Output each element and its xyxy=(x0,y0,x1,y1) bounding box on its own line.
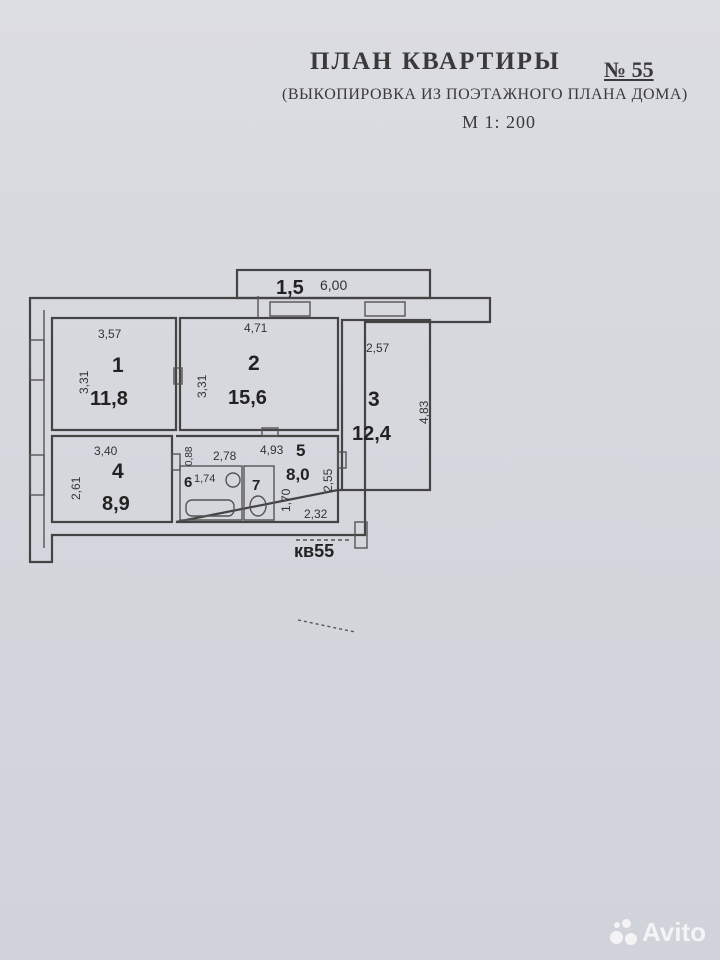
avito-watermark: Avito xyxy=(609,917,706,948)
toilet-icon xyxy=(249,495,267,517)
room-3-width: 2,57 xyxy=(366,341,390,355)
outer-wall xyxy=(28,296,492,564)
boiler-icon xyxy=(225,472,241,488)
room-3-area: 12,4 xyxy=(352,423,392,445)
room-2-width: 4,71 xyxy=(244,321,268,335)
door xyxy=(261,427,279,437)
room-2-depth: 3,31 xyxy=(195,374,209,398)
room-1-depth: 3,31 xyxy=(77,370,91,394)
window xyxy=(29,454,45,496)
bathtub-icon xyxy=(185,499,235,517)
entrance-door xyxy=(354,521,368,549)
room-7-number: 7 xyxy=(252,477,260,494)
room-1-area: 11,8 xyxy=(90,388,128,410)
avito-text: Avito xyxy=(641,917,706,947)
room-4-width: 3,40 xyxy=(94,444,118,458)
apartment-label: кв55 xyxy=(294,541,334,561)
room-3-depth: 4,83 xyxy=(417,400,431,424)
room-1-number: 1 xyxy=(112,354,124,377)
room-5-width: 4,93 xyxy=(260,443,284,457)
room-7-outline xyxy=(243,465,275,521)
room-4-area: 8,9 xyxy=(102,493,130,515)
dashed-line xyxy=(297,619,356,633)
room-5-number: 5 xyxy=(296,441,305,460)
window xyxy=(269,301,311,317)
door xyxy=(171,453,181,471)
balcony-length: 6,00 xyxy=(320,277,347,293)
dim-2-78: 2,78 xyxy=(213,449,237,463)
room-3-number: 3 xyxy=(368,388,380,411)
room-4-depth: 2,61 xyxy=(69,476,83,500)
room-5-depth: 2,55 xyxy=(321,468,335,492)
room-4-outline xyxy=(50,434,174,524)
door xyxy=(173,367,183,385)
dim-1-70: 1,70 xyxy=(279,488,293,512)
door xyxy=(337,451,347,469)
dim-2-32: 2,32 xyxy=(304,507,328,521)
room-6-width: 1,74 xyxy=(194,473,215,485)
room-6-number: 6 xyxy=(184,474,192,491)
apartment-number: № 55 xyxy=(604,57,654,82)
room-1-width: 3,57 xyxy=(98,327,122,341)
window xyxy=(29,339,45,381)
avito-logo-icon xyxy=(609,918,638,947)
balcony-number: 1,5 xyxy=(276,277,304,299)
room-2-number: 2 xyxy=(248,352,260,375)
window xyxy=(364,301,406,317)
room-6-outline xyxy=(179,465,243,521)
room-1-outline xyxy=(50,316,178,432)
room-2-area: 15,6 xyxy=(228,387,267,409)
room-2-outline xyxy=(178,316,340,432)
plan-subtitle: (ВЫКОПИРОВКА ИЗ ПОЭТАЖНОГО ПЛАНА ДОМА) xyxy=(282,86,688,103)
room-4-number: 4 xyxy=(112,460,124,483)
plan-scale: М 1: 200 xyxy=(462,112,537,132)
plan-title: ПЛАН КВАРТИРЫ xyxy=(310,48,561,75)
room-5-area: 8,0 xyxy=(286,465,310,484)
dim-0-88: 0,88 xyxy=(184,446,195,466)
room-3-outline xyxy=(340,318,432,492)
